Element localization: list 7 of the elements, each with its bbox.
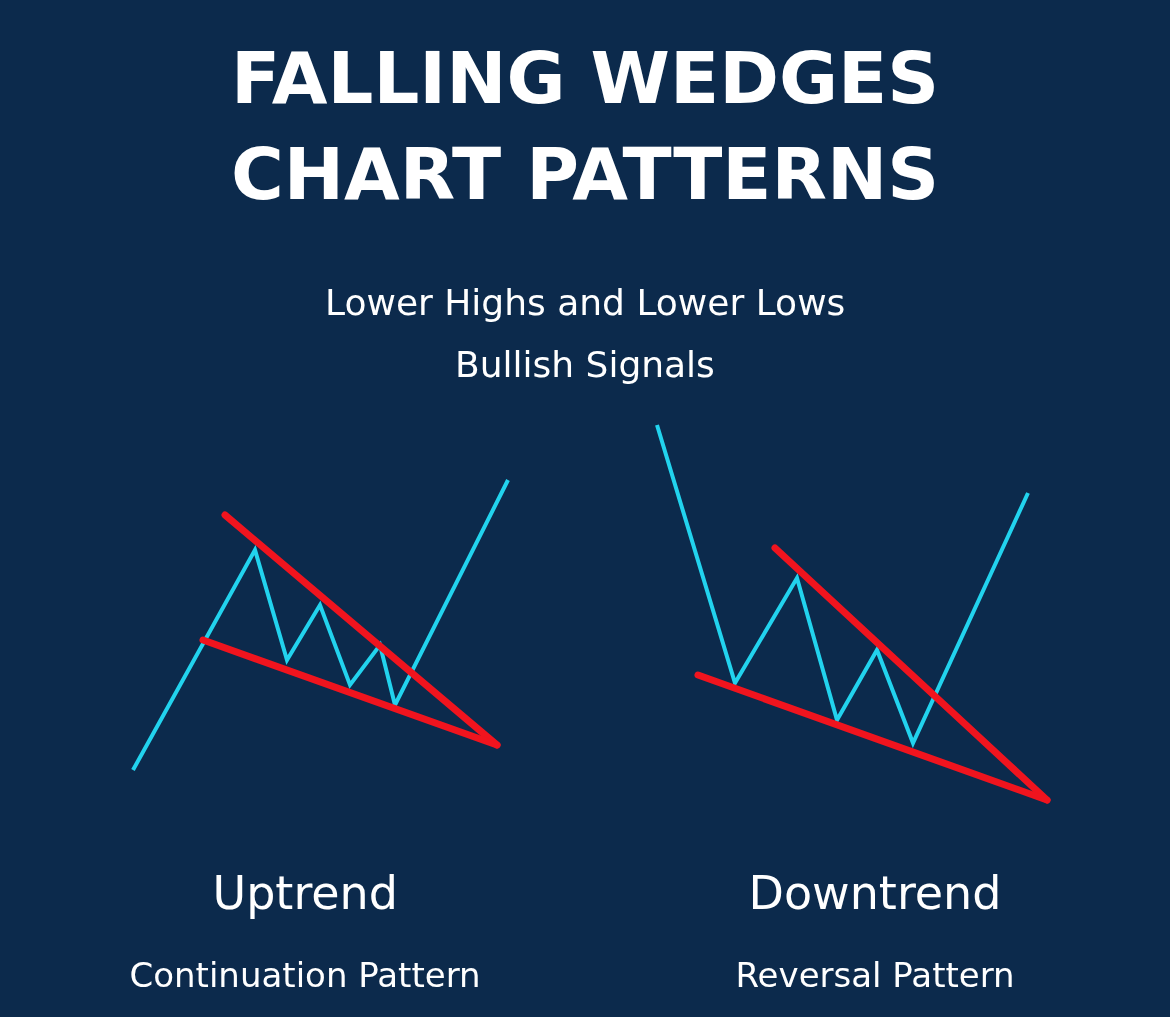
pattern-heading: Downtrend: [748, 866, 1002, 920]
title: FALLING WEDGES CHART PATTERNS: [229, 35, 941, 218]
subtitle: Lower Highs and Lower Lows: [325, 282, 846, 323]
subtitle: Bullish Signals: [455, 344, 715, 385]
pattern-caption: Reversal Pattern: [735, 955, 1015, 995]
pattern-heading: Uptrend: [212, 866, 398, 920]
pattern-caption: Continuation Pattern: [129, 955, 481, 995]
